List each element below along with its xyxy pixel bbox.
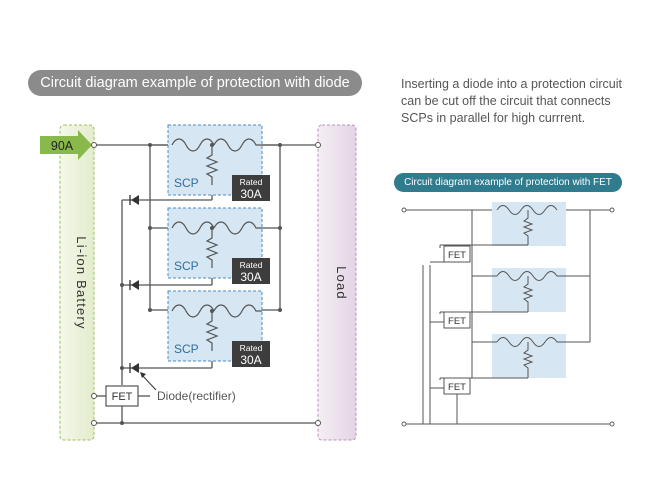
diode-icon xyxy=(129,280,139,290)
rated-label: Rated xyxy=(240,260,263,270)
fet-label: FET xyxy=(448,382,466,393)
rated-value: 30A xyxy=(240,353,261,367)
fet-diagram-terminals xyxy=(401,207,615,427)
scp-unit: SCP Rated 30A xyxy=(167,124,270,201)
fet-scp-block xyxy=(440,300,591,379)
description-line: Inserting a diode into a protection circ… xyxy=(401,77,622,91)
fet-label: FET xyxy=(448,316,466,327)
fet-box: FET xyxy=(105,385,139,407)
fet-label: FET xyxy=(448,250,466,261)
rated-label: Rated xyxy=(240,177,263,187)
load-label: Load xyxy=(334,266,349,300)
diode-icon xyxy=(129,363,139,373)
rated-value: 30A xyxy=(240,187,261,201)
fet-label: FET xyxy=(112,391,133,403)
fet-scp-links xyxy=(439,245,473,380)
load-block: Load xyxy=(317,124,357,441)
diode-icon xyxy=(129,195,139,205)
terminals xyxy=(91,142,321,426)
current-arrow: 90A xyxy=(40,130,92,160)
scp-label: SCP xyxy=(174,259,199,273)
fet-diagram-title: Circuit diagram example of protection wi… xyxy=(394,173,622,192)
fet-box: FET xyxy=(430,245,471,263)
scp-unit: SCP Rated 30A xyxy=(167,290,270,367)
diode-label: Diode(rectifier) xyxy=(157,389,236,403)
description-text: Inserting a diode into a protection circ… xyxy=(401,76,641,127)
fet-diagram xyxy=(404,209,612,425)
scp-label: SCP xyxy=(174,176,199,190)
scp-unit: SCP Rated 30A xyxy=(167,207,270,284)
fet-box: FET xyxy=(430,311,471,329)
current-label: 90A xyxy=(51,139,74,153)
rated-value: 30A xyxy=(240,270,261,284)
description-line: can be cut off the circuit that connects xyxy=(401,94,611,108)
fet-box: FET xyxy=(430,377,471,424)
rated-label: Rated xyxy=(240,343,263,353)
battery-label: Li-ion Battery xyxy=(74,236,89,329)
battery-block: Li-ion Battery xyxy=(59,124,95,441)
scp-label: SCP xyxy=(174,342,199,356)
junction-dots xyxy=(120,143,282,425)
fet-scp-block xyxy=(439,202,591,310)
diagram-title: Circuit diagram example of protection wi… xyxy=(28,70,362,96)
description-line: SCPs in parallel for high currrent. xyxy=(401,111,586,125)
fet-scp-block xyxy=(440,268,590,313)
diode-callout: Diode(rectifier) xyxy=(140,372,236,403)
